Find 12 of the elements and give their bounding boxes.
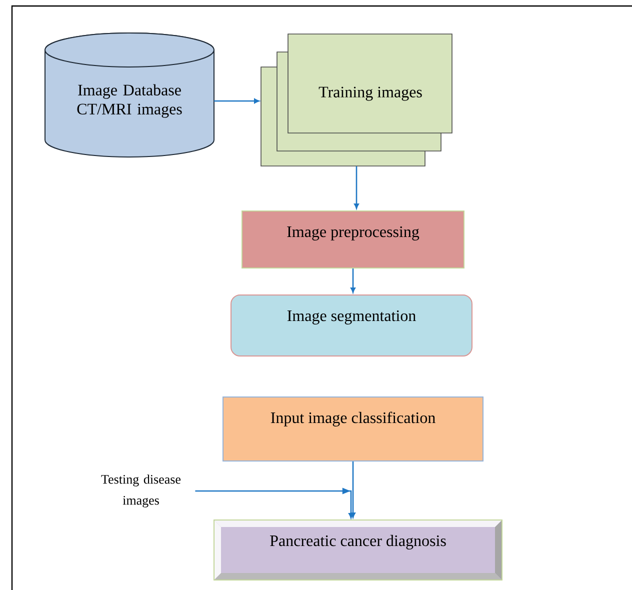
arrow bbox=[195, 488, 354, 518]
process-box: Image segmentation bbox=[230, 294, 472, 356]
process-box: Image preprocessing bbox=[242, 210, 464, 268]
arrow bbox=[214, 98, 260, 104]
arrow bbox=[354, 166, 359, 209]
input-label: Testing disease images bbox=[101, 474, 181, 508]
arrow bbox=[350, 268, 356, 293]
process-box: Input image classification bbox=[222, 396, 484, 462]
process-box: Pancreatic cancer diagnosis bbox=[214, 520, 502, 580]
arrow bbox=[350, 462, 356, 518]
stacked-pages: Training images bbox=[260, 34, 452, 166]
database-cylinder: Image Database CT/MRI images bbox=[44, 32, 214, 158]
